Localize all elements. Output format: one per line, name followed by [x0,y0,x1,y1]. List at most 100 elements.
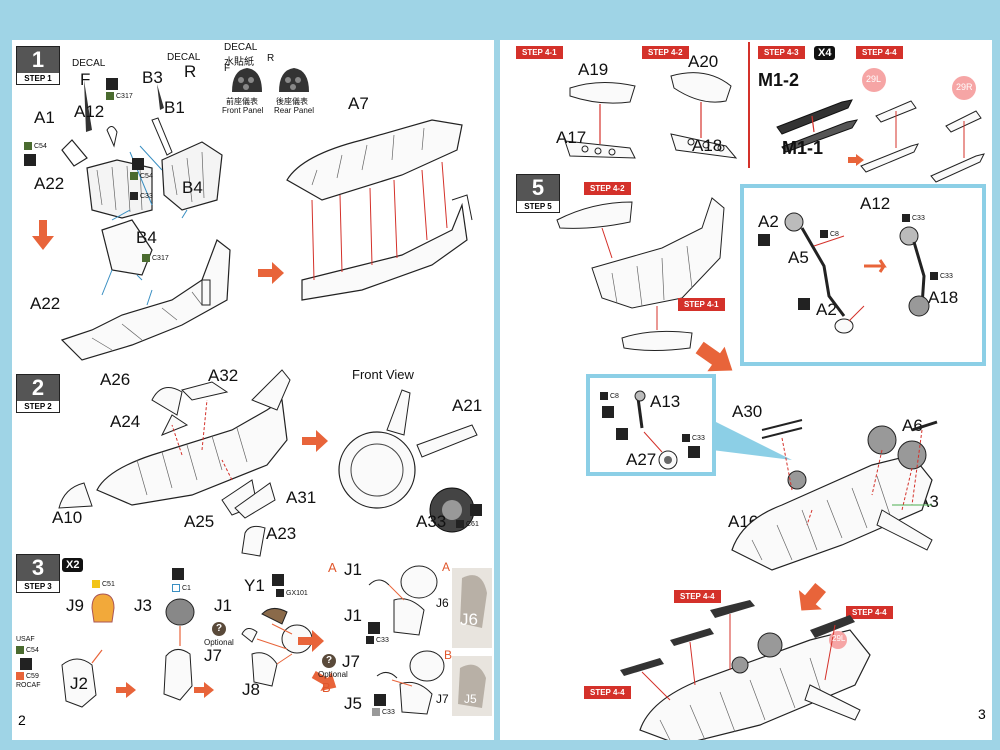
pilot-assembly-drawing [241,608,313,687]
paint-icon [368,622,380,634]
paint-icon [24,154,36,166]
material-C33-small: C33 [682,434,705,442]
step-1-badge: 1 STEP 1 [16,46,60,85]
step-5-badge: 5 STEP 5 [516,174,560,213]
part-J2: J2 [70,674,88,693]
material-code: C51 [102,580,115,588]
step-4-3-multiplier: X4 [814,46,836,60]
part-A31: A31 [286,488,317,507]
paint-icon [470,504,482,516]
part-J7: J7 [204,646,222,665]
part-J6-A: J1 [344,606,362,625]
rear-panel-zh: 後座儀表 [276,97,308,106]
front-view-drawing [338,389,478,533]
variant-A-marker: A [328,560,337,575]
optional-label-b: Optional [318,670,348,679]
orange-arrow-down-icon [32,220,54,250]
part-M1-1: M1-1 [782,138,824,158]
label-29L-bottom: 29L [832,634,846,643]
step-3-badge: 3 STEP 3 [16,554,60,593]
material-code: C317 [116,92,133,100]
part-A22-bottom: A22 [30,294,61,313]
part-M1-2: M1-2 [758,70,800,90]
material-code: C33 [376,636,389,644]
material-C59: C59 [16,672,39,680]
landing-gear-detail-box: A2 A12 A5 A2 A18 C8 C33 C33 [740,184,986,366]
orange-arrow-right-icon [302,430,328,452]
part-J1: J1 [214,596,232,615]
label-29R: 29R [956,82,973,92]
step-4-1-tag: STEP 4-1 [516,46,563,59]
step-5-tag-4-4-a: STEP 4-4 [674,590,721,603]
step-5-tag-4-2: STEP 4-2 [584,182,631,195]
decal-r-title: DECAL [167,52,201,63]
decal-r-letter: R [184,62,197,81]
orange-arrow-right-icon [848,154,864,166]
material-code: C59 [26,672,39,680]
part-J8: J8 [242,680,260,699]
part-A1: A1 [34,108,55,127]
orange-arrow-right-icon [298,630,324,652]
helmet-j9-drawing [91,593,115,623]
part-A27: A27 [626,450,657,469]
paint-icon [272,574,284,586]
material-code: C33 [940,272,953,280]
landing-gear-drawing [784,212,930,334]
panel-f-letter: F [224,63,231,74]
decal-panel-title-zh: 水貼紙 [224,57,254,68]
part-A18-gear: A18 [928,288,959,307]
photo-label-J6: J6 [460,610,478,629]
missile-pylon-drawing [860,68,985,183]
aircraft-missile-assembly-drawing [620,600,871,740]
nose-gear-detail-box: C8 A13 C33 A27 [586,374,716,476]
photo-variant-B [452,656,492,716]
step-3-multiplier: X2 [62,558,84,572]
paint-icon [602,406,614,418]
part-A30: A30 [732,402,763,421]
step-1-label: STEP 1 [24,74,52,83]
orange-arrow-right-icon [194,682,214,698]
material-code: C1 [182,584,191,592]
photo-variant-A [452,568,492,648]
part-J1-A: J1 [344,560,362,579]
part-A13: A13 [650,392,681,411]
material-C54-a: C54 [24,142,47,150]
step-4-divider [748,42,750,168]
material-code: C33 [382,708,395,716]
material-C8: C8 [820,230,839,238]
material-C54-b: C54 [130,172,153,180]
material-C33-gear-a: C33 [902,214,925,222]
material-code: C61 [466,520,479,528]
variant-B-marker: B [322,680,331,695]
material-C61: C61 [456,520,479,528]
missile-M1-drawing [776,99,859,153]
part-A19: A19 [578,60,609,79]
part-A5: A5 [788,248,809,267]
step-2-label: STEP 2 [24,402,52,411]
drop-tank-B-drawing [670,72,738,159]
material-C33-gear-b: C33 [930,272,953,280]
orange-arrow-down-right-icon [695,341,733,372]
step-5-tag-4-1: STEP 4-1 [678,298,725,311]
paint-icon [106,78,118,90]
detail-box-pointer [712,420,792,460]
step-4-2-tag: STEP 4-2 [642,46,689,59]
part-A7: A7 [348,94,369,113]
photo-label-J5: J5 [464,692,477,706]
orange-arrow-right-icon [116,682,136,698]
part-A6: A6 [902,416,923,435]
part-Y1: Y1 [244,576,265,595]
part-A25: A25 [184,512,215,531]
part-A18-top: A18 [692,136,723,155]
no-glue-icon [758,234,770,246]
material-C1: C1 [172,584,191,592]
front-panel-zh: 前座儀表 [226,97,258,106]
part-B3: B3 [142,68,163,87]
part-J9: J9 [66,596,84,615]
fuselage-A7-drawing [286,119,473,301]
front-panel-label: Front Panel [222,106,264,115]
canopy-parts-drawing [234,482,276,557]
part-A33: A33 [416,512,447,531]
part-A17: A17 [556,128,587,147]
material-C317-a: C317 [106,92,133,100]
